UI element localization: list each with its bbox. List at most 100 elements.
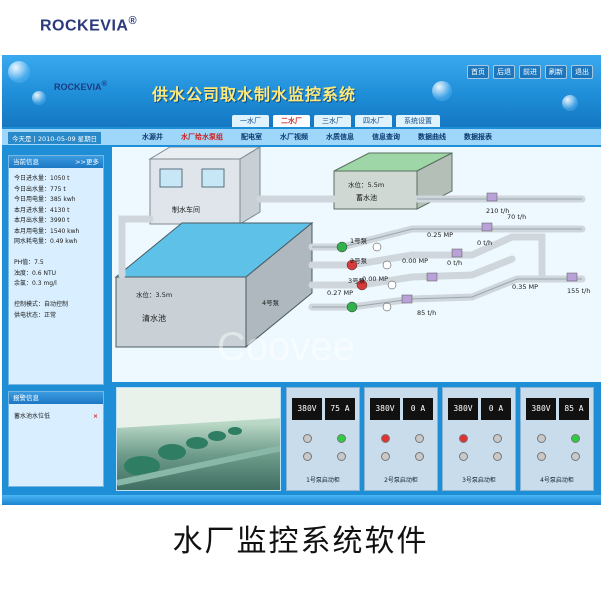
main-flow: 155 t/h <box>567 287 591 295</box>
voltage-display: 380V <box>526 398 556 420</box>
plant-tabs: 一水厂 二水厂 三水厂 四水厂 系统设置 <box>232 115 440 127</box>
cabinet-label: 1号泵启动柜 <box>306 477 340 484</box>
pump-1-flow: 70 t/h <box>507 213 527 221</box>
status-lamp <box>381 452 390 461</box>
tab-plant-4[interactable]: 四水厂 <box>355 115 392 127</box>
voltage-display: 380V <box>370 398 400 420</box>
voltage-display: 380V <box>448 398 478 420</box>
alarm-panel: 报警信息 蓄水池水位低 × <box>8 391 104 487</box>
info-row: 余氯：0.3 mg/l <box>14 280 57 287</box>
menu-item-query[interactable]: 信息查询 <box>372 133 400 141</box>
pump-4-label: 4号泵 <box>262 299 280 307</box>
scada-window: ROCKEVIA® 供水公司取水制水监控系统 首页 后退 前进 刷新 退出 一水… <box>2 55 601 505</box>
red-status-lamp <box>381 434 390 443</box>
info-row: 供电状态：正常 <box>14 311 57 319</box>
header-logo: ROCKEVIA® <box>54 79 108 92</box>
clear-pool-level: 水位：3.5m <box>136 291 173 299</box>
info-row: PH值：7.5 <box>14 259 44 266</box>
process-diagram: 制水车间 水位：5.5m 蓄水池 210 t/h 水位：3.5m 清水池 1号泵… <box>112 147 601 382</box>
red-status-lamp <box>459 434 468 443</box>
current-display: 0 A <box>403 398 433 420</box>
menu-item-wells[interactable]: 水源井 <box>142 133 163 141</box>
green-status-lamp <box>337 434 346 443</box>
menu-item-reports[interactable]: 数据报表 <box>464 133 492 141</box>
watermark: Coovee <box>217 325 355 369</box>
current-display: 85 A <box>559 398 589 420</box>
pump-1-pressure: 0.25 MP <box>427 231 454 239</box>
pipe-network <box>114 147 586 349</box>
more-link[interactable]: >>更多 <box>75 158 99 166</box>
cabinet-label: 2号泵启动柜 <box>384 477 418 484</box>
back-button[interactable]: 后退 <box>493 65 515 79</box>
tab-plant-1[interactable]: 一水厂 <box>232 115 269 127</box>
pump-4-flow: 85 t/h <box>417 309 437 317</box>
menu-item-video[interactable]: 水厂视频 <box>280 133 308 141</box>
refresh-button[interactable]: 刷新 <box>545 65 567 79</box>
alarm-panel-title: 报警信息 <box>13 394 39 402</box>
current-display: 75 A <box>325 398 355 420</box>
info-row: 本月进水量：4130 t <box>14 206 70 214</box>
info-row: 今日出水量：775 t <box>14 185 66 193</box>
pump-4-pressure: 0.27 MP <box>327 289 354 297</box>
menu-item-curves[interactable]: 数据曲线 <box>418 133 446 141</box>
workshop-label: 制水车间 <box>172 206 200 214</box>
info-row: 浊度：0.6 NTU <box>14 269 56 277</box>
red-status-lamp <box>303 434 312 443</box>
info-panel-title: 当前信息 <box>13 158 39 166</box>
tab-plant-2[interactable]: 二水厂 <box>273 115 310 127</box>
current-display: 0 A <box>481 398 511 420</box>
menu-item-power-room[interactable]: 配电室 <box>241 133 262 141</box>
caption: 水厂监控系统软件 <box>172 524 429 559</box>
pump-room-image <box>117 388 280 486</box>
reservoir-level: 水位：5.5m <box>348 181 385 189</box>
menu-item-pumps[interactable]: 水厂给水泵组 <box>181 133 223 141</box>
alarm-close-icon[interactable]: × <box>92 413 98 420</box>
clear-pool-label: 清水池 <box>142 314 166 323</box>
pump-3-pressure: 0.00 MP <box>362 275 389 283</box>
info-row <box>9 290 103 301</box>
info-row: 本月用电量：1540 kwh <box>14 227 80 235</box>
cabinet-label: 4号泵启动柜 <box>540 477 574 484</box>
footer-bar <box>2 495 601 505</box>
status-lamp <box>459 452 468 461</box>
info-row <box>9 248 103 259</box>
info-row: 控制模式：自动控制 <box>14 301 69 308</box>
cabinet-label: 3号泵启动柜 <box>462 477 496 484</box>
main-pressure: 0.35 MP <box>512 283 539 291</box>
menu-item-water-quality[interactable]: 水质信息 <box>326 133 354 141</box>
alarm-item: 蓄水池水位低 <box>14 413 51 420</box>
main-menu: 水源井 水厂给水泵组 配电室 水厂视频 水质信息 信息查询 数据曲线 数据报表 <box>142 132 492 142</box>
brand-logo: ROCKEVIA® <box>40 15 138 35</box>
home-button[interactable]: 首页 <box>467 65 489 79</box>
green-status-lamp <box>571 434 580 443</box>
status-lamp <box>303 452 312 461</box>
tab-settings[interactable]: 系统设置 <box>396 115 440 127</box>
status-lamp <box>337 452 346 461</box>
status-lamp <box>537 452 546 461</box>
status-lamp <box>415 452 424 461</box>
green-status-lamp <box>493 434 502 443</box>
pump-1-label: 1号泵 <box>350 237 368 245</box>
green-status-lamp <box>415 434 424 443</box>
app-title: 供水公司取水制水监控系统 <box>152 85 357 104</box>
pump-3-flow: 0 t/h <box>447 259 463 267</box>
top-nav: 首页 后退 前进 刷新 退出 <box>467 65 593 79</box>
date-display: 今天是 | 2010-05-09 星期日 <box>8 132 102 144</box>
info-row: 今日用电量：385 kwh <box>14 196 76 203</box>
menu-bar: 今天是 | 2010-05-09 星期日 水源井 水厂给水泵组 配电室 水厂视频… <box>2 129 601 145</box>
tab-plant-3[interactable]: 三水厂 <box>314 115 351 127</box>
status-lamp <box>493 452 502 461</box>
exit-button[interactable]: 退出 <box>571 65 593 79</box>
reservoir-label: 蓄水池 <box>356 194 377 202</box>
forward-button[interactable]: 前进 <box>519 65 541 79</box>
voltage-display: 380V <box>292 398 322 420</box>
pump-2-pressure: 0.00 MP <box>402 257 429 265</box>
red-status-lamp <box>537 434 546 443</box>
pump-2-label: 2号泵 <box>350 257 368 265</box>
app-header: ROCKEVIA® 供水公司取水制水监控系统 首页 后退 前进 刷新 退出 一水… <box>2 55 601 127</box>
